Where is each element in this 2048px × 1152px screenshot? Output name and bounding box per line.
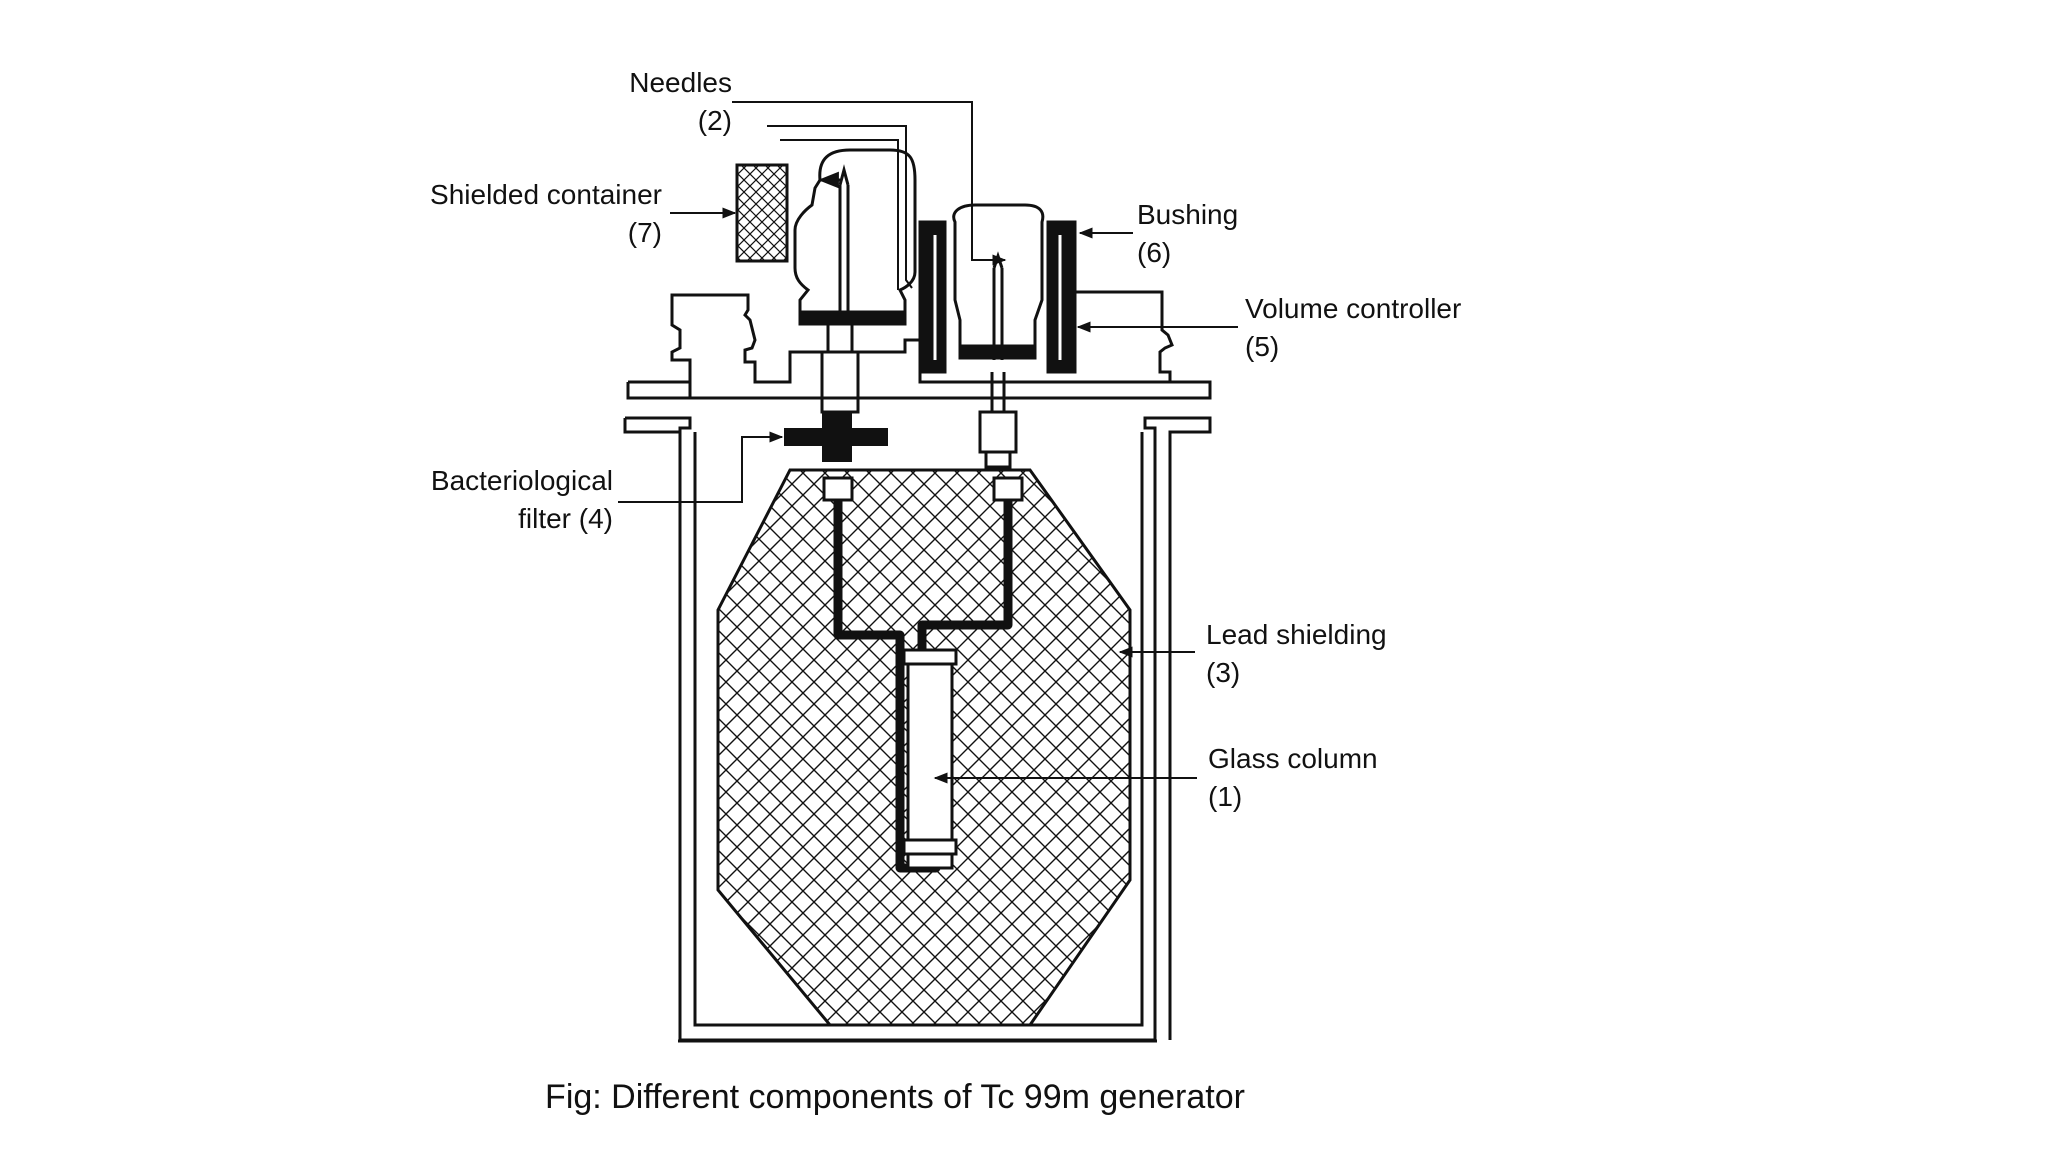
shielded-container-label: Shielded container bbox=[430, 179, 662, 210]
bushing-number: (6) bbox=[1137, 237, 1171, 268]
bushing bbox=[918, 203, 1077, 374]
lead-shielding-number: (3) bbox=[1206, 657, 1240, 688]
bushing-label: Bushing bbox=[1137, 199, 1238, 230]
glass-column-number: (1) bbox=[1208, 781, 1242, 812]
glass-column bbox=[902, 648, 958, 870]
leader-lines bbox=[618, 101, 1238, 784]
shielded-container-number: (7) bbox=[628, 217, 662, 248]
bacteriological-filter-label-2: filter (4) bbox=[518, 503, 613, 534]
needles-label: Needles bbox=[629, 67, 732, 98]
glass-column-label: Glass column bbox=[1208, 743, 1378, 774]
volume-controller-number: (5) bbox=[1245, 331, 1279, 362]
bacteriological-filter-label: Bacteriological bbox=[431, 465, 613, 496]
lead-shielding-label: Lead shielding bbox=[1206, 619, 1387, 650]
volume-controller-stem bbox=[978, 372, 1018, 469]
shielded-container-block bbox=[735, 163, 789, 263]
figure-caption: Fig: Different components of Tc 99m gene… bbox=[545, 1078, 1245, 1116]
needles-number: (2) bbox=[698, 105, 732, 136]
bacteriological-filter bbox=[784, 412, 888, 462]
volume-controller-label: Volume controller bbox=[1245, 293, 1461, 324]
housing-lid bbox=[626, 290, 1212, 400]
